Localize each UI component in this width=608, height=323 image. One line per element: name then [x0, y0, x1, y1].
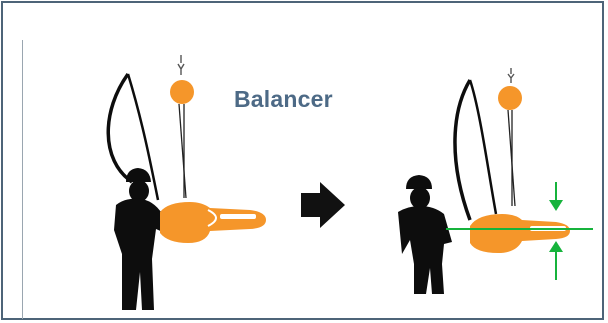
tool-before	[160, 202, 266, 243]
balancer-before	[170, 55, 194, 198]
down-arrow	[549, 200, 563, 211]
up-arrow	[549, 241, 563, 252]
air-hose-after	[455, 80, 470, 220]
air-hose-before	[108, 74, 132, 182]
transition-arrow	[301, 182, 345, 228]
worker-after	[398, 175, 452, 294]
balancer-after	[498, 68, 522, 206]
scene-before	[108, 55, 266, 310]
scene-after	[398, 68, 593, 294]
